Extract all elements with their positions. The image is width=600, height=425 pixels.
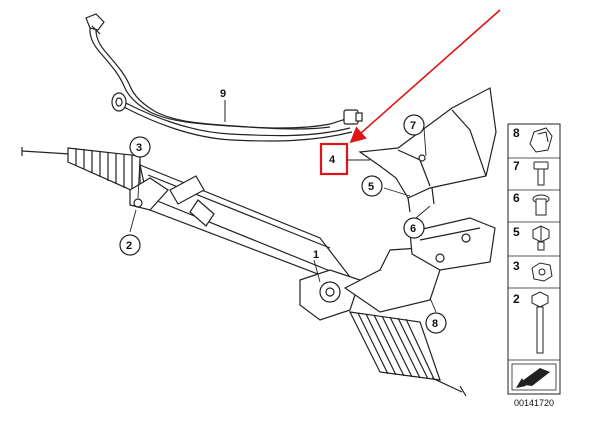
fastener-legend: 8 7 6 5 <box>507 123 561 395</box>
hose-line-assembly <box>85 13 363 142</box>
legend-row-2[interactable]: 2 <box>513 291 549 354</box>
callout-8-label: 8 <box>432 318 438 330</box>
sleeve-bolt-icon <box>532 194 550 216</box>
callout-3-label: 3 <box>136 142 142 154</box>
callout-9-label: 9 <box>220 88 226 100</box>
legend-label-6: 6 <box>513 191 520 205</box>
callout-3[interactable]: 3 <box>129 136 151 158</box>
heat-shield <box>358 87 497 213</box>
legend-label-8: 8 <box>513 126 520 140</box>
hex-bolt-icon <box>532 225 550 251</box>
leader-lines <box>129 127 437 313</box>
bolt-icon <box>533 161 549 186</box>
callout-5-label: 5 <box>368 181 374 193</box>
flag-arrow-icon <box>511 363 557 391</box>
legend-row-7[interactable]: 7 <box>513 159 549 186</box>
steering-rack-assembly <box>21 147 496 397</box>
legend-label-7: 7 <box>513 159 520 173</box>
callout-2-label: 2 <box>126 240 132 252</box>
hex-nut-icon <box>531 262 553 282</box>
legend-label-2: 2 <box>513 292 520 306</box>
legend-row-5[interactable]: 5 <box>513 225 550 251</box>
long-bolt-icon <box>531 291 549 354</box>
callout-7-label: 7 <box>410 120 416 132</box>
callout-8[interactable]: 8 <box>425 312 447 334</box>
callout-1: 1 <box>313 249 319 261</box>
callout-1-label: 1 <box>313 249 319 261</box>
callout-2[interactable]: 2 <box>119 234 141 256</box>
highlight-arrow <box>349 9 501 144</box>
legend-row-3[interactable]: 3 <box>513 259 553 282</box>
callout-4-highlighted[interactable]: 4 <box>319 142 349 176</box>
diagram-id: 00141720 <box>514 398 554 408</box>
callout-6-label: 6 <box>410 223 416 235</box>
legend-row-6[interactable]: 6 <box>513 191 550 216</box>
legend-label-3: 3 <box>513 259 520 273</box>
legend-row-8[interactable]: 8 <box>513 126 553 153</box>
callout-7[interactable]: 7 <box>403 114 425 136</box>
callout-9: 9 <box>220 88 226 100</box>
callout-6[interactable]: 6 <box>403 217 425 239</box>
legend-label-5: 5 <box>513 225 520 239</box>
clip-nut-icon <box>529 127 553 153</box>
callout-4-label: 4 <box>329 154 336 166</box>
callout-5[interactable]: 5 <box>361 175 383 197</box>
